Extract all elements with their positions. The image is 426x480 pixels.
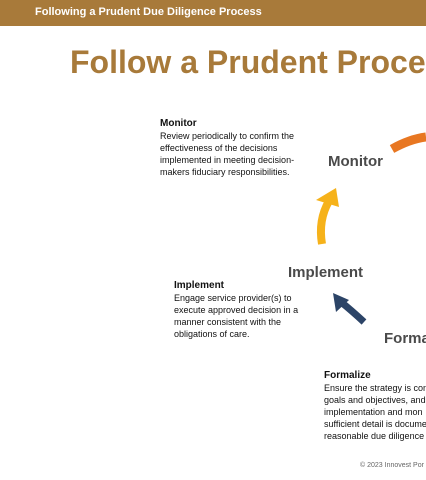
implement-description: Engage service provider(s) to execute ap… bbox=[174, 292, 298, 340]
header-bar: Following a Prudent Due Diligence Proces… bbox=[0, 0, 426, 26]
implement-line: execute approved decision in a bbox=[174, 305, 299, 315]
monitor-line: implemented in meeting decision- bbox=[160, 155, 295, 165]
formalize-line: reasonable due diligence bbox=[324, 431, 425, 441]
formalize-description: Ensure the strategy is con goals and obj… bbox=[324, 382, 426, 442]
implement-heading: Implement bbox=[174, 280, 225, 291]
arrow-navy-head bbox=[333, 293, 349, 312]
formalize-line: sufficient detail is docume bbox=[324, 419, 426, 429]
implement-line: obligations of care. bbox=[174, 329, 250, 339]
copyright-footer: © 2023 Innovest Por bbox=[360, 462, 424, 469]
formalize-line: implementation and mon bbox=[324, 407, 423, 417]
slide-title: Follow a Prudent Proces bbox=[70, 44, 426, 80]
stage-label-monitor: Monitor bbox=[328, 153, 383, 170]
implement-line: Engage service provider(s) to bbox=[174, 293, 292, 303]
formalize-line: Ensure the strategy is con bbox=[324, 383, 426, 393]
monitor-line: effectiveness of the decisions bbox=[160, 143, 278, 153]
monitor-heading: Monitor bbox=[160, 118, 197, 129]
stage-label-formalize: Forma bbox=[384, 330, 426, 347]
arrow-orange-segment bbox=[389, 132, 426, 153]
implement-line: manner consistent with the bbox=[174, 317, 282, 327]
monitor-line: makers fiduciary responsibilities. bbox=[160, 167, 290, 177]
header-bar-title: Following a Prudent Due Diligence Proces… bbox=[35, 6, 262, 18]
arrow-yellow-shaft bbox=[316, 198, 333, 245]
arrow-yellow-head bbox=[316, 188, 339, 207]
formalize-heading: Formalize bbox=[324, 370, 371, 381]
monitor-description: Review periodically to confirm the effec… bbox=[160, 130, 294, 178]
arrow-navy-shaft bbox=[338, 299, 367, 325]
formalize-line: goals and objectives, and bbox=[324, 395, 426, 405]
monitor-line: Review periodically to confirm the bbox=[160, 131, 295, 141]
stage-label-implement: Implement bbox=[288, 264, 364, 281]
